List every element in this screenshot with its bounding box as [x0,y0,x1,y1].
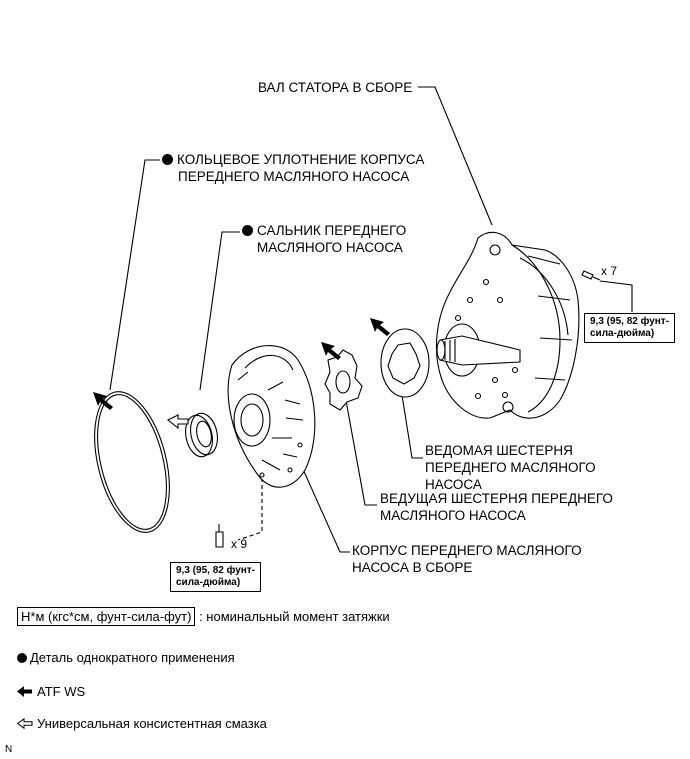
label-o-ring-line2: ПЕРЕДНЕГО МАСЛЯНОГО НАСОСА [178,169,410,184]
single-use-dot-icon [162,154,173,165]
label-driven-gear-line1: ВЕДОМАЯ ШЕСТЕРНЯ [425,443,573,458]
label-oil-seal: САЛЬНИК ПЕРЕДНЕГО [242,222,406,239]
label-oil-seal-line2: МАСЛЯНОГО НАСОСА [257,240,403,255]
driven-gear-drawing [380,328,430,398]
torque-right-line2: сила-дюйма) [590,328,655,339]
legend-atf-text: ATF WS [37,684,86,699]
legend-grease: Универсальная консистентная смазка [16,715,267,732]
corner-mark: N [5,744,13,755]
leader-o-ring [109,159,160,391]
leader-torque-right [599,280,633,312]
oil-seal-drawing [185,412,218,458]
leader-stator-shaft [418,86,493,226]
torque-right-line1: 9,3 (95, 82 фунт- [590,316,670,327]
label-o-ring-line1: КОЛЬЦЕВОЕ УПЛОТНЕНИЕ КОРПУСА [177,152,425,167]
label-drive-gear-line2: МАСЛЯНОГО НАСОСА [380,508,526,523]
leader-drive-gear [344,394,377,506]
bolt-left-drawing [215,524,224,548]
grease-arrow-icon [16,717,33,730]
torque-box-left: 9,3 (95, 82 фунт- сила-дюйма) [170,562,262,592]
legend-single-use-text: Деталь однократного применения [30,650,235,665]
legend-grease-text: Универсальная консистентная смазка [37,716,267,731]
legend-torque-units: Н*м (кгс*см, фунт-сила-фут) [17,607,196,626]
atf-arrow-icon [17,686,32,697]
atf-arrow-icons [93,318,390,410]
legend-atf: ATF WS [17,683,85,700]
label-pump-body-line2: НАСОСА В СБОРЕ [352,560,473,575]
pump-body-drawing [227,345,316,488]
leader-pump-body [297,457,350,553]
grease-arrow-icon [166,414,189,430]
legend-torque-desc: : номинальный момент затяжки [199,609,390,624]
label-o-ring: КОЛЬЦЕВОЕ УПЛОТНЕНИЕ КОРПУСА [162,151,424,168]
torque-box-right: 9,3 (95, 82 фунт- сила-дюйма) [584,313,676,343]
label-pump-body-line1: КОРПУС ПЕРЕДНЕГО МАСЛЯНОГО [352,543,582,558]
legend-single-use: Деталь однократного применения [17,649,235,666]
leader-driven-gear [397,369,423,459]
leader-oil-seal [199,231,240,391]
single-use-dot-icon [242,225,253,236]
label-drive-gear-line1: ВЕДУЩАЯ ШЕСТЕРНЯ ПЕРЕДНЕГО [380,491,613,506]
bolt-right-drawing [581,270,601,281]
torque-left-line1: 9,3 (95, 82 фунт- [176,565,256,576]
bolt-count-right: x 7 [601,264,618,278]
label-driven-gear-line2: ПЕРЕДНЕГО МАСЛЯНОГО [425,460,596,475]
torque-left-line2: сила-дюйма) [176,577,241,588]
bolt-count-left: x 9 [231,537,248,551]
label-oil-seal-line1: САЛЬНИК ПЕРЕДНЕГО [257,223,407,238]
leader-torque-left-dashed [237,478,263,541]
o-ring-drawing [94,391,170,533]
legend-torque: Н*м (кгс*см, фунт-сила-фут) : номинальны… [17,607,390,626]
stator-shaft-drawing [435,231,580,419]
label-stator-shaft: ВАЛ СТАТОРА В СБОРЕ [258,80,413,95]
single-use-dot-icon [17,653,27,663]
label-driven-gear-line3: НАСОСА [425,477,482,492]
drive-gear-drawing [324,349,363,411]
